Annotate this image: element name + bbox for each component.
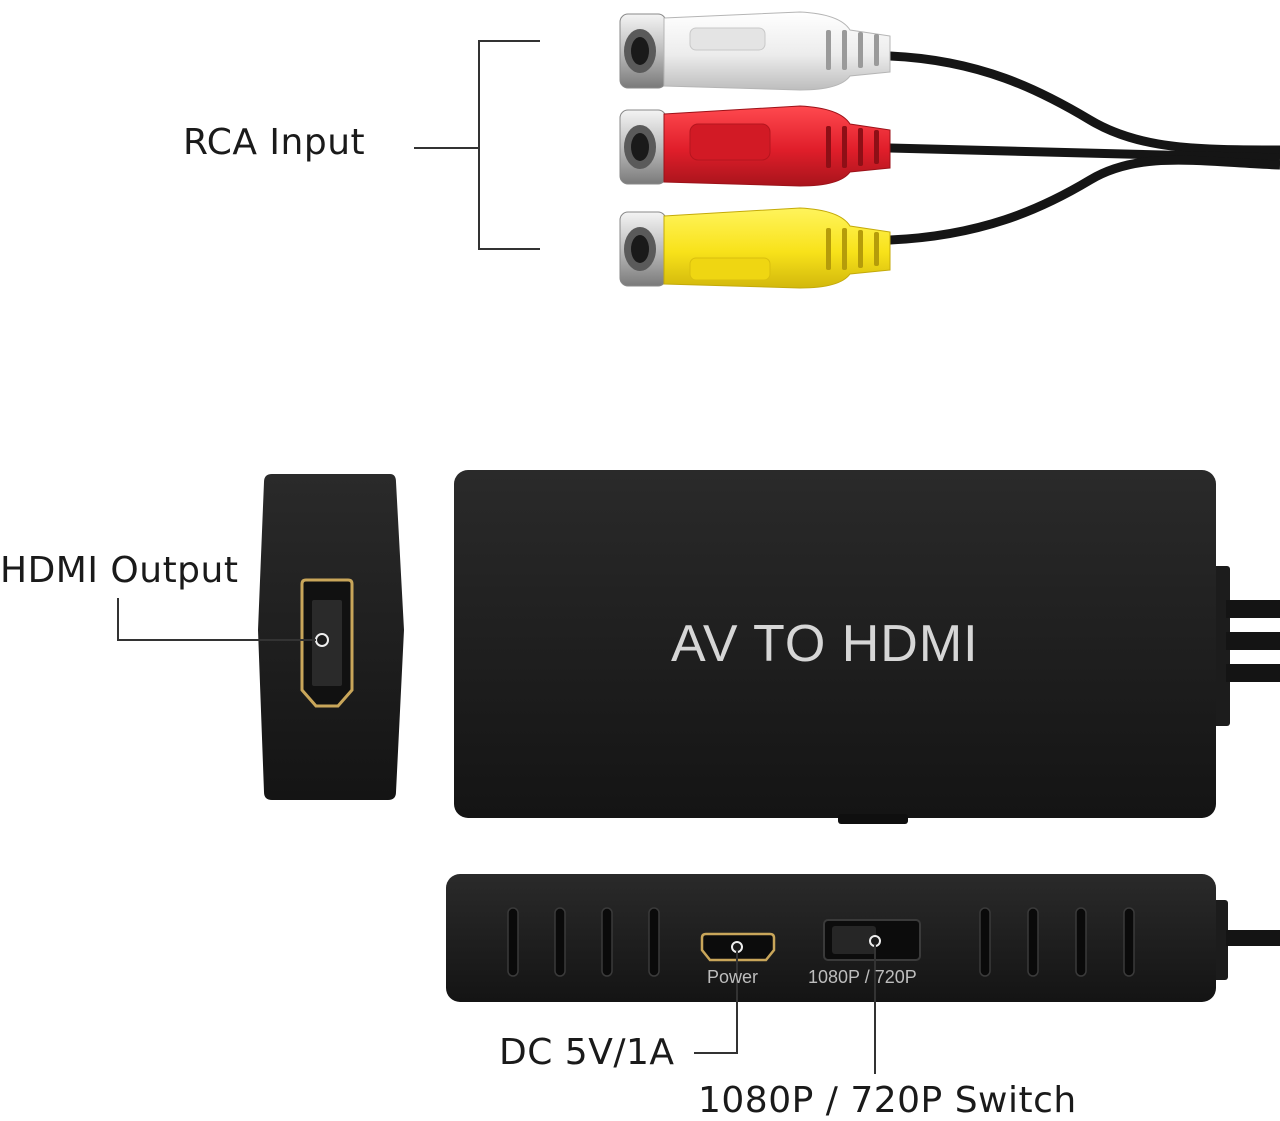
- rca-cable-bundle: [889, 51, 1280, 245]
- converter-top-view: [454, 470, 1280, 824]
- rca-white-plug: [619, 11, 891, 91]
- rca-input-label: RCA Input: [183, 122, 366, 163]
- device-front-label: AV TO HDMI: [671, 615, 979, 673]
- dc-power-leader: [694, 950, 738, 1054]
- power-port-icon: [700, 932, 776, 962]
- switch-label: 1080P / 720P Switch: [698, 1080, 1077, 1121]
- power-port-label: Power: [707, 967, 759, 987]
- rca-red-plug: [619, 105, 891, 187]
- rca-input-bracket: [414, 40, 540, 250]
- hdmi-port-icon: [300, 578, 354, 708]
- hdmi-output-label: HDMI Output: [0, 550, 239, 591]
- dc-power-label: DC 5V/1A: [499, 1032, 675, 1073]
- hdmi-output-leader: [117, 598, 316, 641]
- rca-yellow-plug: [619, 207, 891, 289]
- switch-port-label: 1080P / 720P: [808, 967, 917, 987]
- resolution-switch-icon: [823, 919, 921, 961]
